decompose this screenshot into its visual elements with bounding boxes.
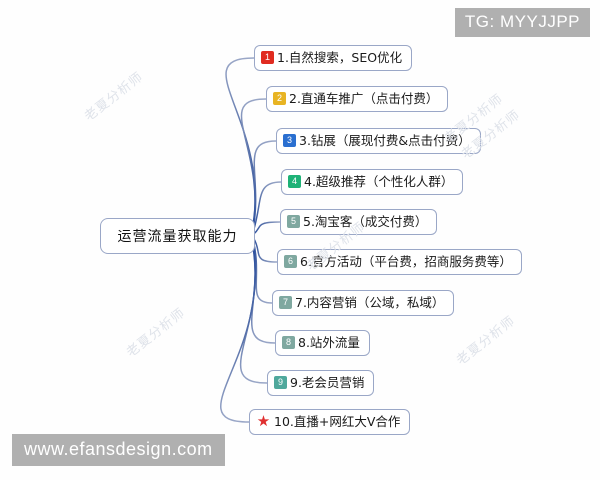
branch-node-label: 1.自然搜索，SEO优化 [277, 49, 403, 65]
site-watermark-badge: www.efansdesign.com [12, 434, 225, 466]
connector-line-10 [220, 246, 256, 423]
number-badge-icon: 7 [279, 296, 292, 309]
connector-line-1 [225, 57, 256, 226]
number-badge-icon: 9 [274, 376, 287, 389]
branch-node-label: 6.官方活动（平台费，招商服务费等） [300, 253, 512, 269]
number-badge-icon: 4 [288, 175, 301, 188]
number-badge-icon: 1 [261, 51, 274, 64]
telegram-watermark-badge: TG: MYYJJPP [454, 8, 590, 37]
number-badge-icon: 5 [287, 215, 300, 228]
branch-node-label: 10.直播+网红大V合作 [274, 413, 401, 429]
branch-node-label: 4.超级推荐（个性化人群） [304, 173, 454, 189]
number-badge-icon: 3 [283, 134, 296, 147]
branch-node-10[interactable]: ★10.直播+网红大V合作 [249, 409, 411, 435]
connector-line-7 [252, 238, 273, 304]
connector-line-5 [252, 221, 281, 236]
branch-node-label: 9.老会员营销 [290, 374, 365, 390]
number-badge-icon: 2 [273, 92, 286, 105]
branch-node-label: 8.站外流量 [298, 334, 360, 350]
branch-node-label: 7.内容营销（公域，私域） [295, 294, 445, 310]
central-node[interactable]: 运营流量获取能力 [100, 218, 255, 254]
branch-node-label: 5.淘宝客（成交付费） [303, 213, 428, 229]
site-watermark-text: www.efansdesign.com [24, 439, 213, 459]
number-badge-icon: 8 [282, 336, 295, 349]
star-icon: ★ [256, 413, 271, 430]
branch-node-label: 3.钻展（展现付费&点击付费） [299, 132, 471, 148]
connector-line-3 [252, 140, 277, 231]
connector-line-9 [239, 243, 268, 384]
connector-line-4 [252, 181, 282, 234]
branch-node-label: 2.直通车推广（点击付费） [289, 90, 439, 106]
telegram-watermark-text: TG: MYYJJPP [464, 12, 580, 31]
central-node-label: 运营流量获取能力 [117, 229, 238, 245]
number-badge-icon: 6 [284, 255, 297, 268]
